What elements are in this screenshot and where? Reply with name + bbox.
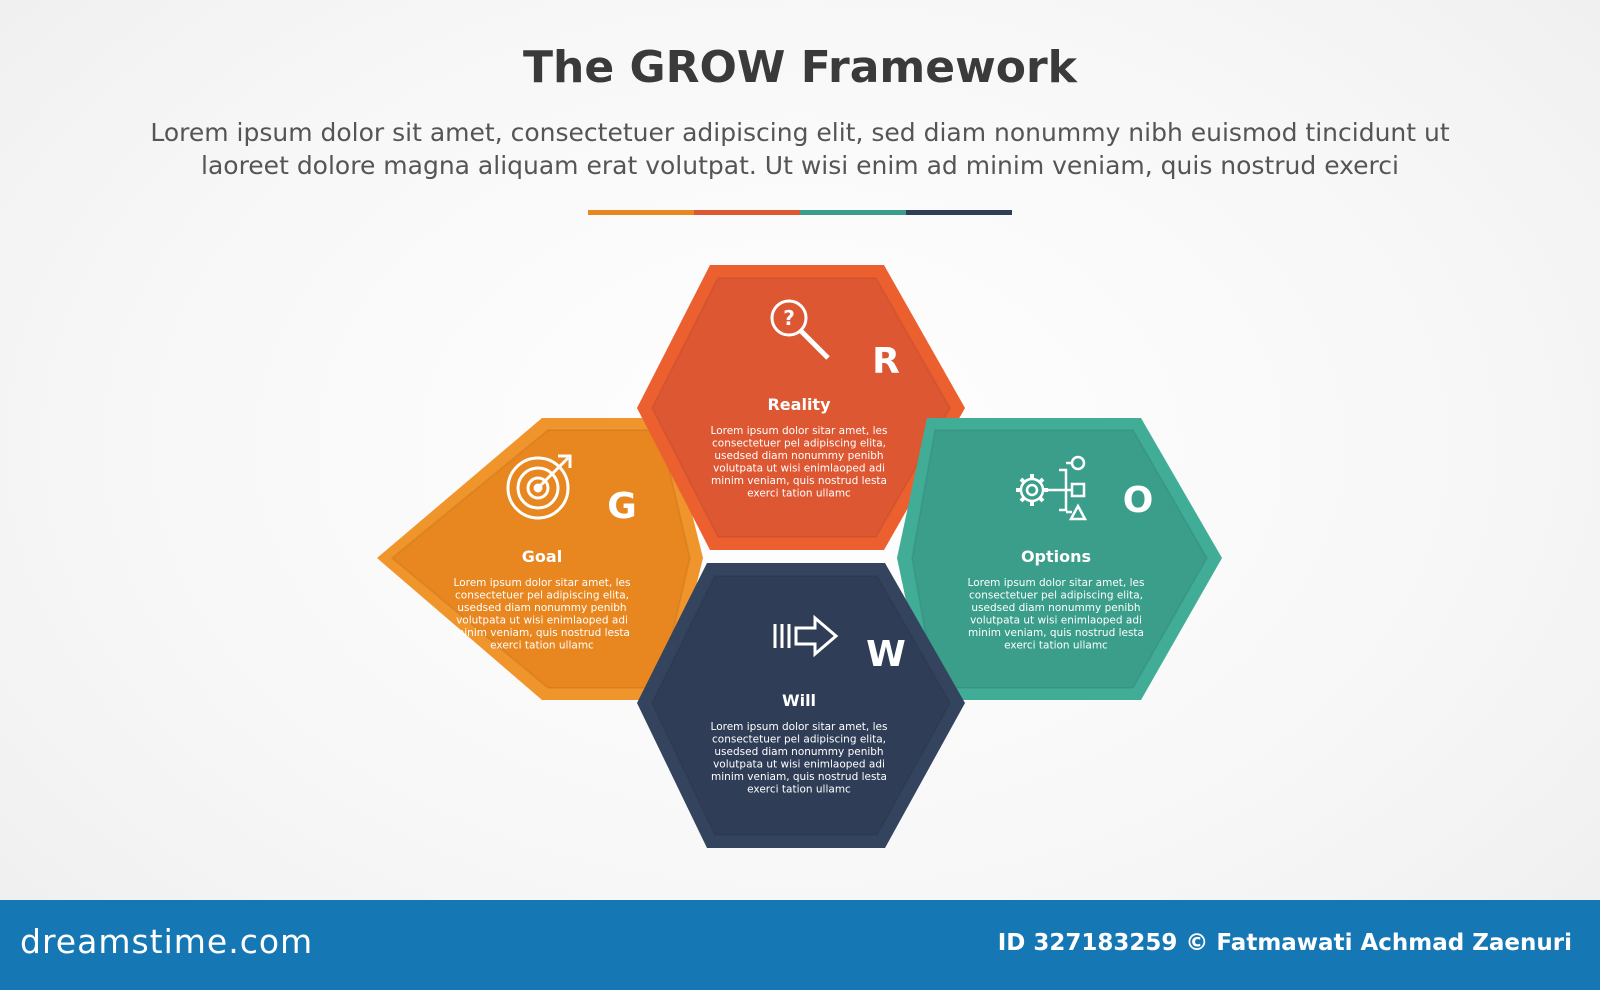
hexagon-goal-title: Goal [522,547,562,566]
hexagon-body-line: minim veniam, quis nostrud lesta [711,771,887,783]
divider-segment [800,210,906,215]
footer-credit: ID 327183259 © Fatmawati Achmad Zaenuri [997,930,1572,956]
hexagon-options-letter: O [1123,480,1154,521]
svg-text:?: ? [783,306,795,330]
hexagon-body-line: Lorem ipsum dolor sitar amet, les [454,577,631,589]
hexagon-body-line: volutpata ut wisi enimlaoped adi [713,759,885,771]
hexagon-reality-inner [650,277,952,538]
hexagon-reality: ? R Reality Lorem ipsum dolor sitar amet… [637,265,965,550]
hexagon-body-line: usedsed diam nonummy penibh [714,450,883,462]
hexagon-reality-letter: R [872,341,900,382]
divider-segment [906,210,1012,215]
hexagon-body-line: volutpata ut wisi enimlaoped adi [713,463,885,475]
hexagon-body-line: minim veniam, quis nostrud lesta [968,627,1144,639]
hexagon-goal: G Goal Lorem ipsum dolor sitar amet, les… [377,418,703,700]
hexagon-options-title: Options [1021,547,1091,566]
magnifier-question-icon: ? [770,299,830,360]
footer-brand: dreamstime.com [20,922,314,961]
hexagon-will-title: Will [782,691,816,710]
color-divider [588,210,1012,215]
hexagon-options-inner [910,429,1209,689]
hexagon-body-line: consectetuer pel adipiscing elita, [969,590,1143,602]
divider-segment [588,210,694,215]
hexagon-body-line: usedsed diam nonummy penibh [714,746,883,758]
hexagon-goal-letter: G [607,486,637,527]
divider-segment [694,210,800,215]
hexagon-body-line: Lorem ipsum dolor sitar amet, les [711,425,888,437]
hexagon-body-line: consectetuer pel adipiscing elita, [712,734,886,746]
grow-hexagon-diagram: G Goal Lorem ipsum dolor sitar amet, les… [377,265,1222,848]
page-subtitle: Lorem ipsum dolor sit amet, consectetuer… [110,116,1490,182]
hexagon-body-line: volutpata ut wisi enimlaoped adi [970,615,1142,627]
hexagon-body-line: Lorem ipsum dolor sitar amet, les [711,721,888,733]
hexagon-reality-title: Reality [767,395,831,414]
gear-flowchart-icon [1016,455,1088,521]
hexagon-body-line: exerci tation ullamc [747,784,851,796]
hexagon-will-letter: W [866,634,906,675]
hexagon-body-line: usedsed diam nonummy penibh [971,602,1140,614]
hexagon-body-line: exerci tation ullamc [1004,640,1108,652]
hexagon-body-line: exerci tation ullamc [747,488,851,500]
target-icon [506,454,572,520]
hexagon-body-line: minim veniam, quis nostrud lesta [711,475,887,487]
hexagon-body-line: Lorem ipsum dolor sitar amet, les [968,577,1145,589]
hexagon-body-line: usedsed diam nonummy penibh [457,602,626,614]
watermark-footer: dreamstime.com ID 327183259 © Fatmawati … [0,900,1600,990]
hexagon-body-line: volutpata ut wisi enimlaoped adi [456,615,628,627]
hexagon-body-line: minim veniam, quis nostrud lesta [454,627,630,639]
hexagon-will: W Will Lorem ipsum dolor sitar amet, les… [637,563,965,848]
hexagon-body-line: consectetuer pel adipiscing elita, [455,590,629,602]
hexagon-will-inner [650,575,952,836]
subtitle-line-2: laoreet dolore magna aliquam erat volutp… [201,151,1399,180]
page-title: The GROW Framework [523,42,1077,93]
hexagon-body-line: exerci tation ullamc [490,640,594,652]
hexagon-options: O Options Lorem ipsum dolor sitar amet, … [897,418,1222,700]
arrow-right-icon [773,614,839,658]
hexagon-body-line: consectetuer pel adipiscing elita, [712,438,886,450]
subtitle-line-1: Lorem ipsum dolor sit amet, consectetuer… [150,118,1450,147]
